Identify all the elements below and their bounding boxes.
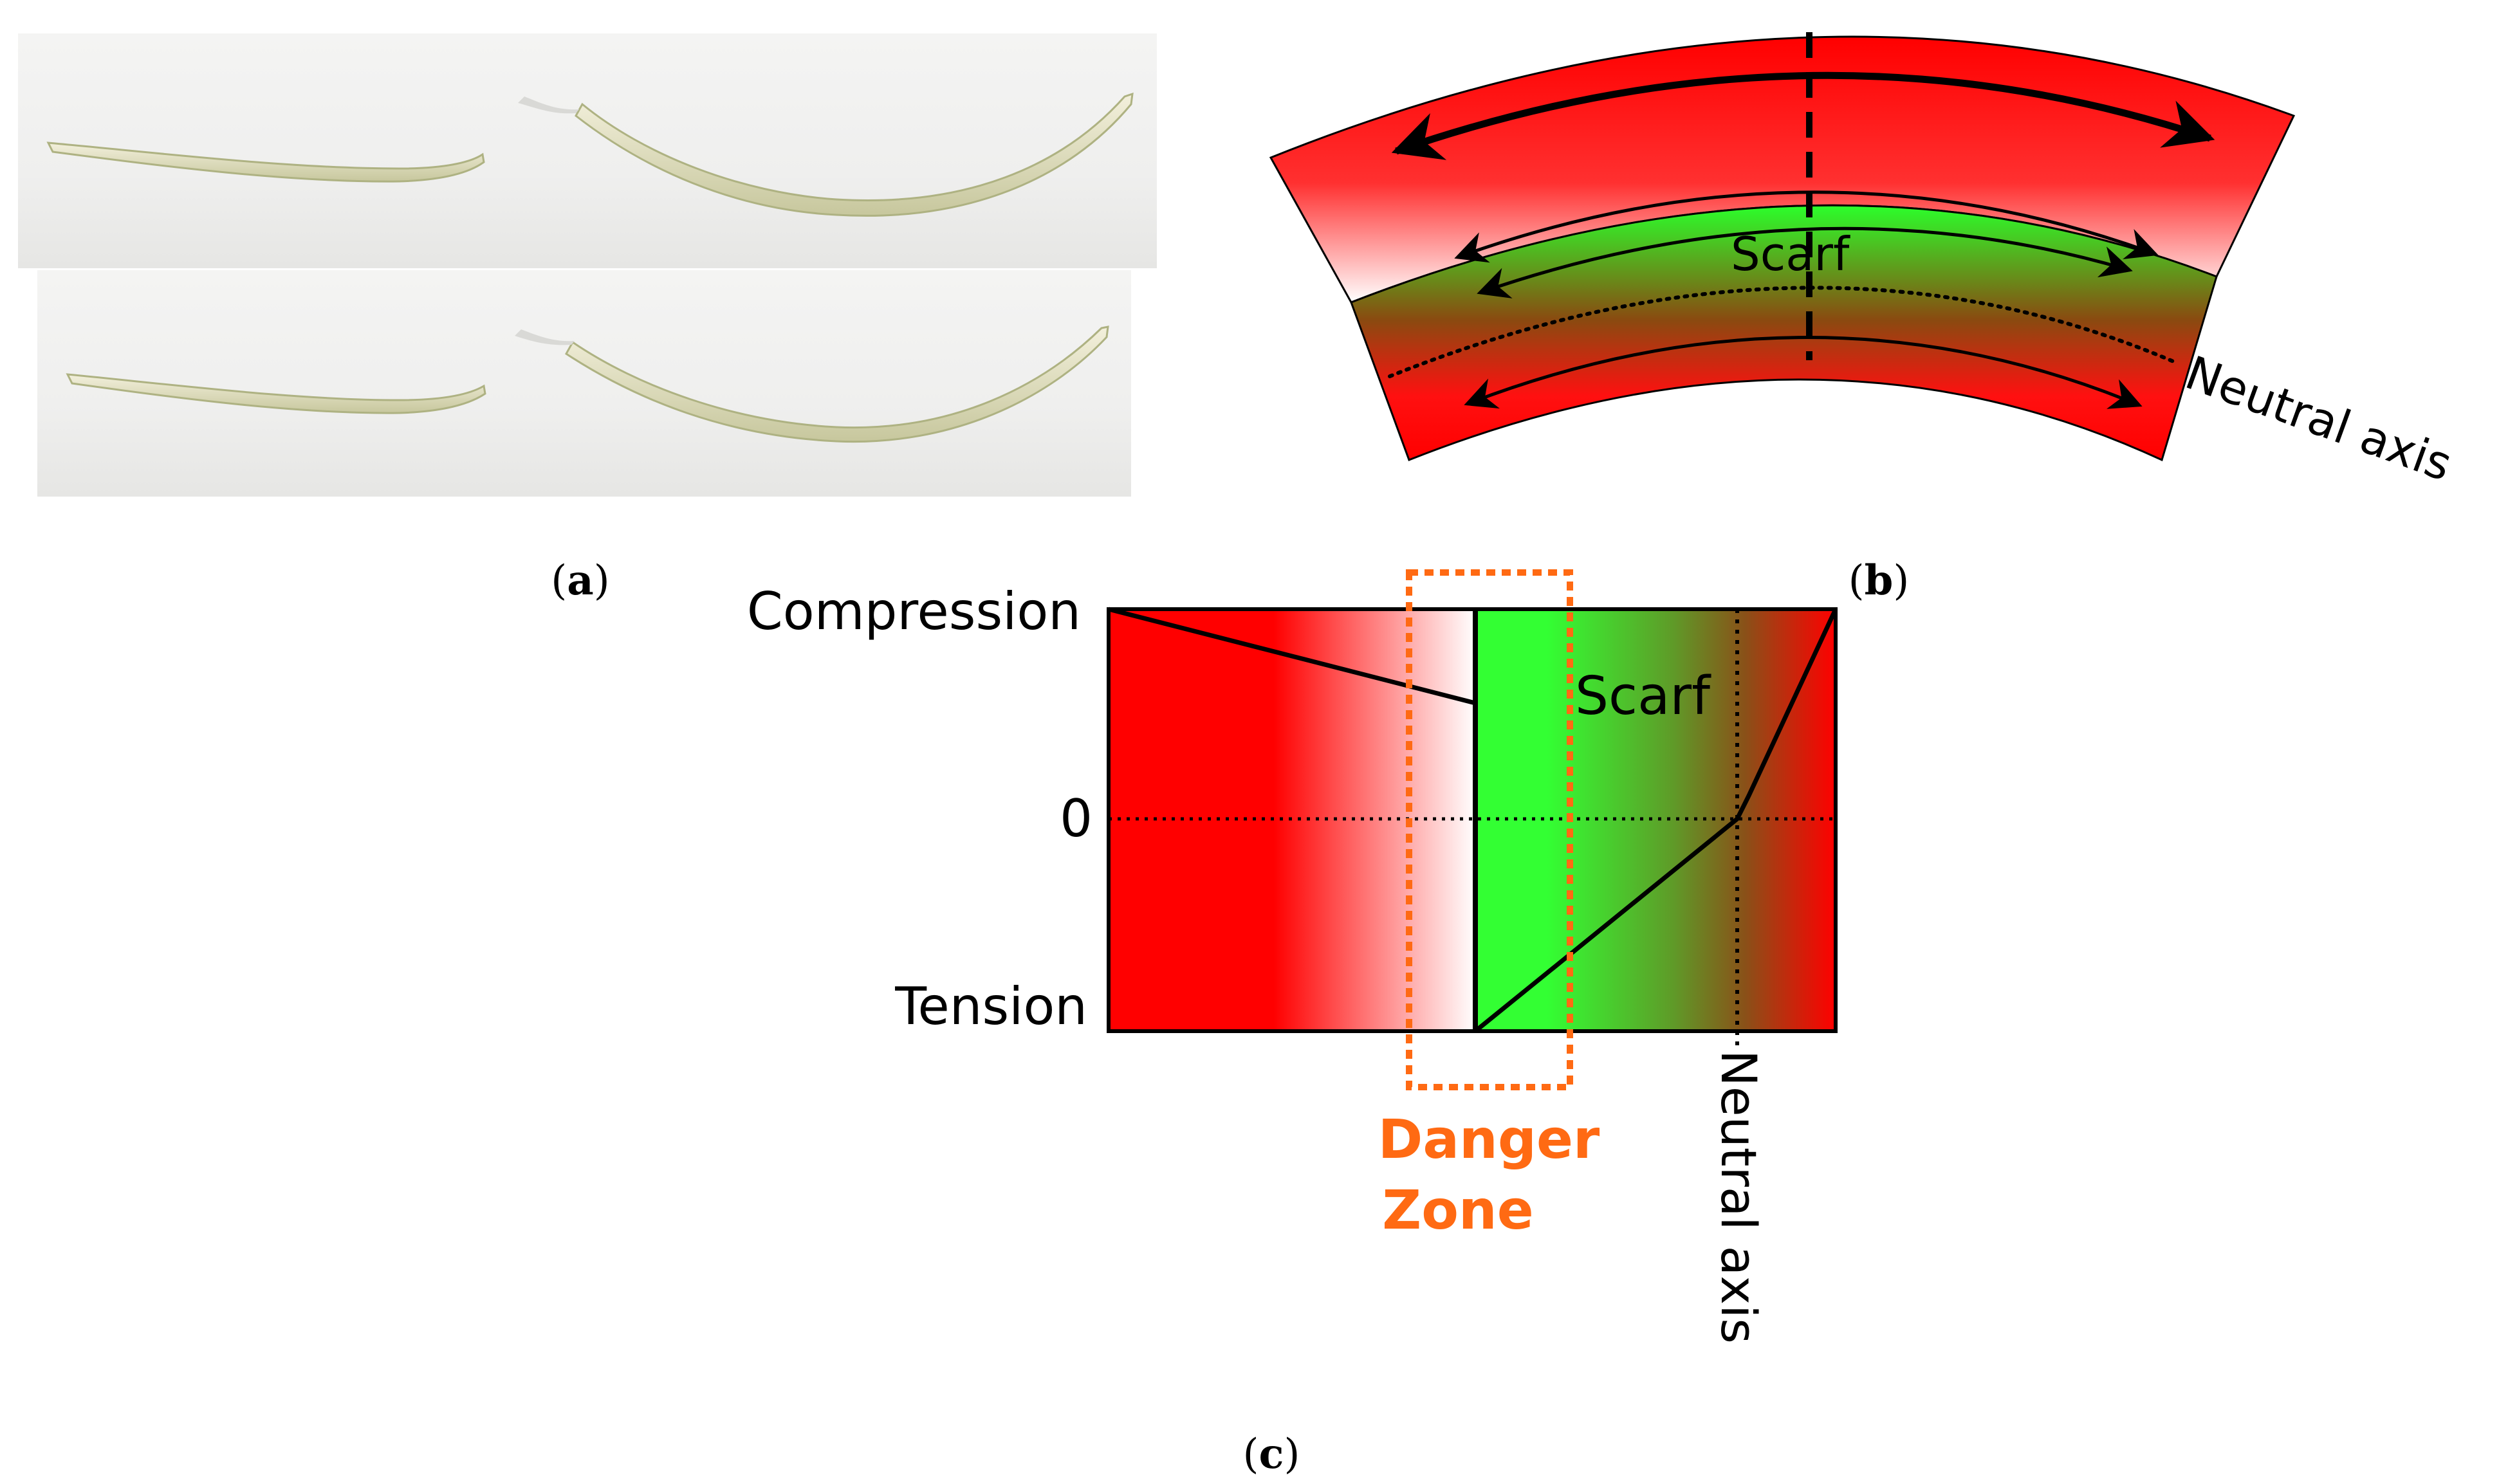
danger-zone-box: [1406, 569, 1573, 1090]
panel-a-caption: (a): [551, 556, 609, 605]
panel-c-neutral-axis-label: Neutral axis: [1710, 1050, 1767, 1344]
panel-c-scarf-label: Scarf: [1575, 666, 1711, 727]
danger-zone-label-line1: Danger: [1378, 1108, 1600, 1171]
compression-label: Compression: [747, 582, 1081, 641]
zero-label: 0: [1060, 789, 1093, 848]
fracture-fold: [515, 329, 575, 345]
scarf-double-arrow: [1477, 226, 2133, 298]
panel-b-neutral-axis-label: Neutral axis: [2179, 345, 2459, 491]
neutral-axis-curve: [1388, 286, 2180, 378]
bottom-tension-arrow: [1464, 336, 2143, 409]
panel-c-stress-profile: Compression 0 Tension Scarf Danger Zone …: [747, 569, 1838, 1478]
specimen-left-piece: [46, 142, 485, 183]
panel-b-scarf-label: Scarf: [1731, 227, 1850, 281]
specimen-right-piece: [575, 92, 1134, 217]
fracture-fold: [518, 96, 579, 114]
scarf-stress-line: [1473, 608, 1838, 1033]
laminate-stress-line: [1108, 607, 1476, 706]
danger-zone-label-line2: Zone: [1382, 1178, 1533, 1241]
specimen-left-piece: [66, 373, 486, 414]
specimen-photo-1: [18, 33, 1157, 268]
panel-b-caption: (b): [1849, 556, 1910, 605]
panel-b-curved-laminate: Scarf Neutral axis (b): [1269, 32, 2459, 605]
specimen-right-piece: [565, 325, 1109, 443]
panel-c-caption: (c): [1243, 1430, 1300, 1478]
panel-a-photographs: (a): [18, 33, 1157, 605]
specimen-photo-2: [37, 270, 1131, 497]
tension-label: Tension: [894, 976, 1087, 1036]
